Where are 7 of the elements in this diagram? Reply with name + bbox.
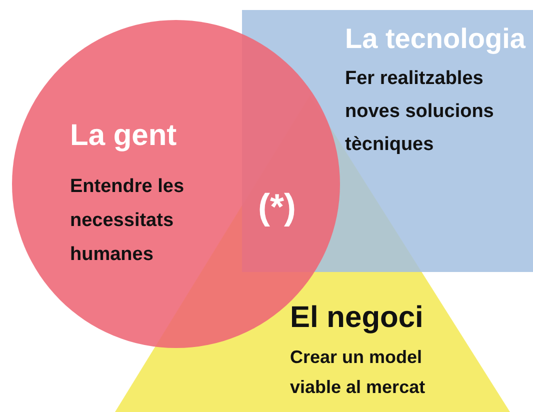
heading: El negoci [290,300,424,336]
description: Fer realitzables noves solucions tècniques [345,67,495,157]
heading: La gent [70,118,177,154]
center-mark: (*) [258,186,296,228]
description: Crear un model viable al mercat [290,346,426,399]
heading: La tecnologia [345,22,526,56]
description: Entendre les necessitats humanes [70,175,186,267]
